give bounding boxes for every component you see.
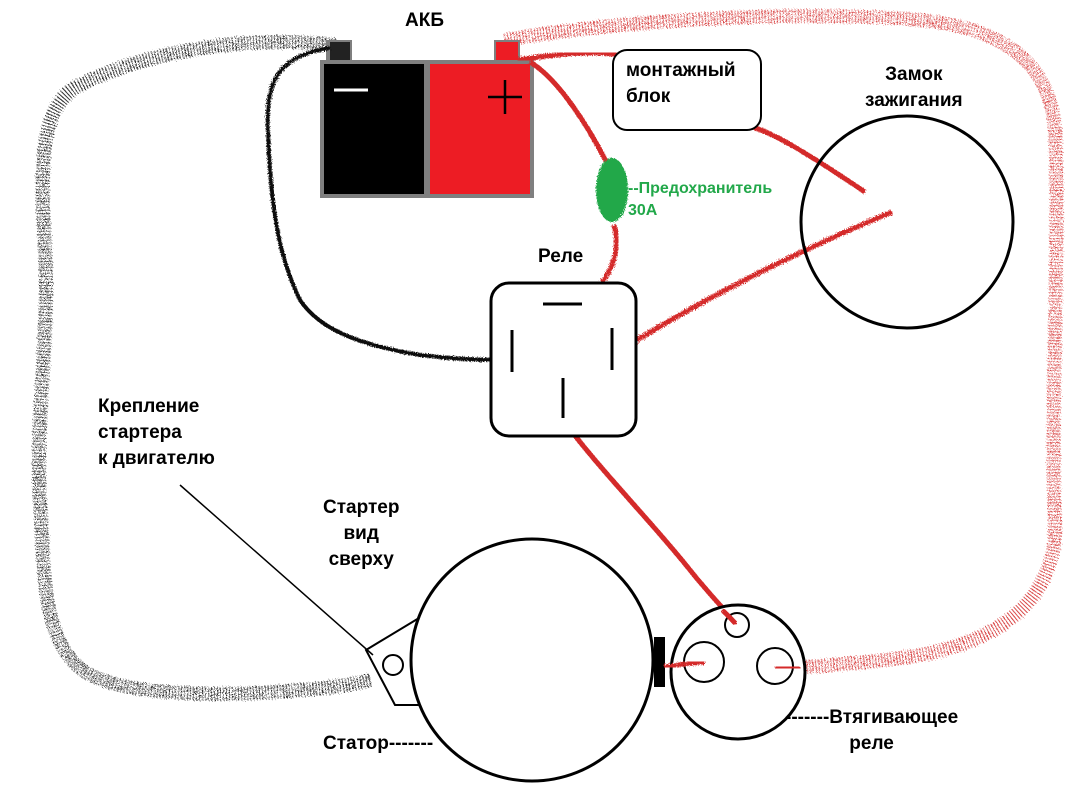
red-wire-mount-block: [517, 50, 621, 63]
solenoid-label: -------Втягивающее реле: [785, 707, 959, 754]
starter-mount-bracket: [364, 614, 428, 706]
relay-label: Реле: [538, 246, 584, 267]
red-wire-fuse: [528, 59, 611, 167]
mount-hole: [382, 654, 404, 676]
fuse-label: --Предохранитель 30А: [628, 180, 773, 219]
starter-label: Стартер вид сверху: [323, 497, 400, 570]
ground-wire-loop: [31, 35, 374, 701]
starter-body: [409, 537, 655, 783]
black-wire-relay: [265, 46, 506, 362]
ignition-label: Замок зажигания: [865, 64, 963, 111]
mount-label: Крепление стартера к двигателю: [98, 396, 215, 469]
mount-block: [612, 49, 762, 131]
starter-terminal: [654, 637, 665, 687]
red-wire-relay-solenoid: [560, 418, 737, 624]
battery-title: АКБ: [405, 10, 444, 31]
solenoid: [669, 603, 807, 741]
relay-box: [489, 281, 638, 438]
battery-minus-cell: [320, 60, 428, 198]
fuse-icon: [596, 158, 628, 222]
mount-block-label: монтажный блок: [626, 60, 736, 107]
red-wire-loop: [503, 9, 1064, 675]
stator-label: Статор-------: [323, 733, 434, 754]
mount-pointer-line: [179, 484, 374, 656]
red-wire-ignition-relay: [616, 209, 893, 355]
battery-plus-cell: [426, 60, 534, 198]
ignition-lock: [799, 114, 1015, 330]
